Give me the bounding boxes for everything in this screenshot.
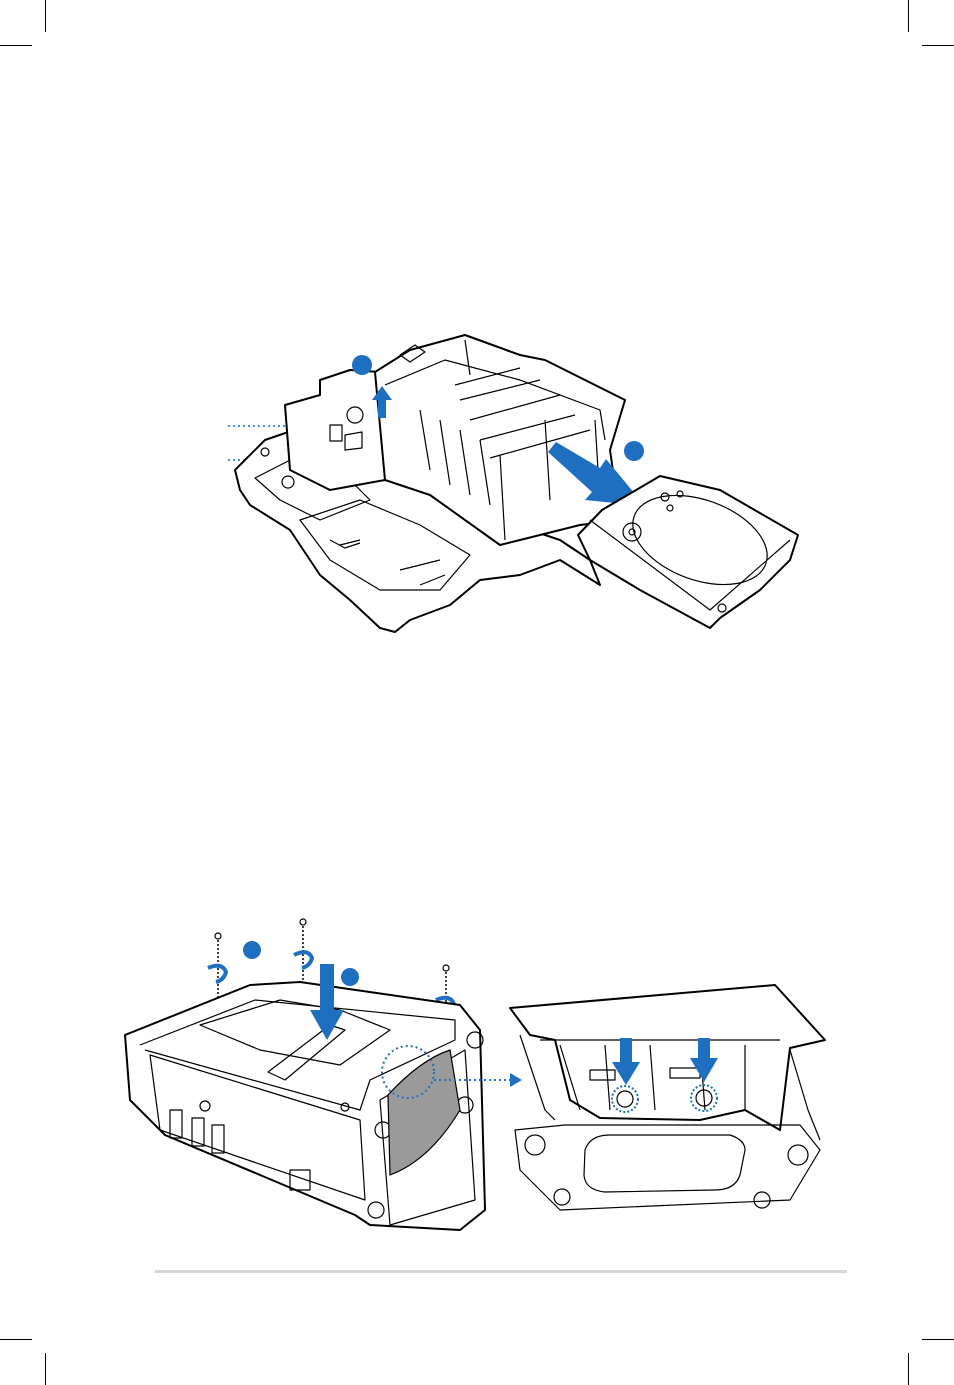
fan-grill	[388, 1050, 460, 1175]
rotate-arrow-icon	[208, 966, 226, 982]
callout-arrowhead	[510, 1073, 522, 1087]
footer-rule	[155, 1270, 847, 1273]
alignment-callout	[691, 1085, 717, 1111]
align-down-arrow	[612, 1038, 640, 1085]
crop-mark-bottom-right-h	[922, 1339, 954, 1340]
step-marker-1	[243, 941, 261, 959]
insert-down-arrow	[310, 964, 344, 1040]
rotate-arrow-icon	[436, 998, 454, 1014]
bracket-plate	[285, 370, 385, 490]
rotate-arrow-icon	[294, 952, 312, 968]
drive-cage-removal-figure	[0, 0, 954, 700]
step-marker-2	[624, 441, 644, 461]
screw-icon	[215, 919, 449, 1020]
step-marker-2	[341, 968, 359, 986]
alignment-callout	[612, 1086, 638, 1112]
crop-mark-bottom-left-h	[0, 1339, 32, 1340]
align-down-arrow	[690, 1038, 718, 1082]
crop-mark-bottom-right-v	[908, 1353, 909, 1385]
zoom-detail	[510, 985, 825, 1210]
callout-circle	[382, 1046, 434, 1098]
chassis	[125, 982, 485, 1230]
step-marker-1	[352, 355, 372, 375]
crop-mark-bottom-left-v	[45, 1353, 46, 1385]
